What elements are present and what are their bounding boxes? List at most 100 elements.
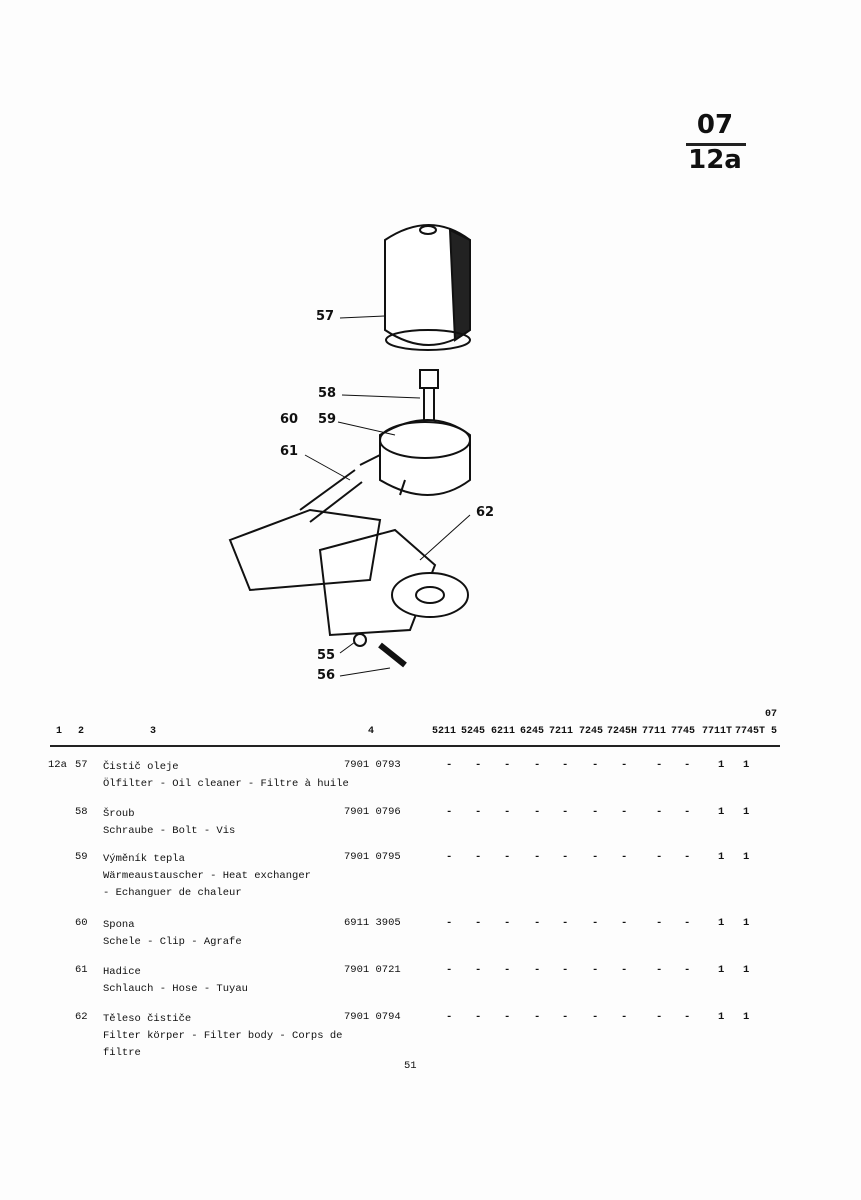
quantity-cell: - (475, 851, 482, 863)
oil-filter-cartridge (384, 224, 471, 351)
quantity-cell: - (534, 1011, 541, 1023)
quantity-cell: - (592, 964, 599, 976)
model-header: 5211 (432, 726, 457, 737)
callout-62: 62 (476, 505, 495, 520)
callout-59: 59 (318, 412, 337, 427)
position-number: 59 (75, 851, 88, 863)
header-col4: 4 (368, 726, 375, 737)
part-description: Výměník tepla (103, 853, 185, 865)
part-description: filtre (103, 1047, 141, 1059)
section-group: 07 (696, 110, 734, 140)
quantity-cell: 1 (718, 806, 725, 818)
model-header: 5245 (461, 726, 486, 737)
quantity-cell: 1 (718, 759, 725, 771)
position-number: 57 (75, 759, 88, 771)
part-description: - Echanguer de chaleur (103, 887, 242, 899)
filter-body (228, 508, 469, 637)
quantity-cell: - (475, 917, 482, 929)
washer-and-screw (353, 633, 407, 668)
callout-55: 55 (317, 648, 336, 663)
quantity-cell: - (504, 917, 511, 929)
quantity-cell: - (621, 964, 628, 976)
part-number: 7901 0721 (344, 964, 401, 976)
quantity-cell: 1 (743, 759, 750, 771)
quantity-cell: 1 (718, 917, 725, 929)
part-description: Ölfilter - Oil cleaner - Filtre à huile (103, 778, 349, 790)
quantity-cell: - (684, 1011, 691, 1023)
quantity-cell: - (621, 917, 628, 929)
model-header: 6245 (520, 726, 545, 737)
section-subgroup: 12a (688, 145, 742, 175)
part-description: Schraube - Bolt - Vis (103, 825, 236, 837)
quantity-cell: 1 (743, 964, 750, 976)
quantity-cell: - (562, 1011, 569, 1023)
part-number: 6911 3905 (344, 917, 401, 929)
quantity-cell: - (534, 964, 541, 976)
model-header: 7211 (549, 726, 574, 737)
quantity-cell: - (504, 806, 511, 818)
model-header: 6211 (491, 726, 516, 737)
quantity-cell: - (656, 1011, 663, 1023)
part-description: Hadice (103, 966, 141, 978)
callout-61: 61 (280, 444, 299, 459)
quantity-cell: 1 (718, 851, 725, 863)
quantity-cell: - (684, 851, 691, 863)
quantity-cell: - (562, 851, 569, 863)
heat-exchanger (359, 419, 471, 496)
part-number: 7901 0796 (344, 806, 401, 818)
quantity-cell: - (475, 1011, 482, 1023)
quantity-cell: - (592, 1011, 599, 1023)
position-number: 61 (75, 964, 88, 976)
header-col2: 2 (78, 726, 85, 737)
quantity-cell: - (504, 964, 511, 976)
quantity-cell: - (534, 806, 541, 818)
quantity-cell: - (621, 851, 628, 863)
hose (299, 469, 363, 523)
quantity-cell: - (446, 964, 453, 976)
quantity-cell: - (446, 851, 453, 863)
quantity-cell: - (534, 759, 541, 771)
part-description: Čistič oleje (103, 761, 179, 773)
part-description: Spona (103, 919, 135, 931)
fig-number: 12a (48, 759, 67, 771)
quantity-cell: - (446, 917, 453, 929)
part-description: Šroub (103, 808, 135, 820)
model-header: 7745 (671, 726, 696, 737)
quantity-cell: - (475, 759, 482, 771)
model-header: 7745T (735, 726, 766, 737)
part-description: Těleso čističe (103, 1013, 192, 1025)
exploded-diagram (228, 224, 471, 677)
quantity-cell: - (656, 851, 663, 863)
quantity-cell: - (475, 806, 482, 818)
callout-60: 60 (280, 412, 299, 427)
header-rule (50, 745, 780, 747)
quantity-cell: - (656, 964, 663, 976)
callout-57: 57 (316, 309, 335, 324)
header-col1: 1 (56, 726, 63, 737)
quantity-cell: - (504, 1011, 511, 1023)
header-col3: 3 (150, 726, 157, 737)
model-header: 7711T (702, 726, 733, 737)
corner-label: 07 (765, 709, 778, 720)
quantity-cell: - (446, 806, 453, 818)
part-number: 7901 0795 (344, 851, 401, 863)
quantity-cell: - (562, 917, 569, 929)
quantity-cell: 1 (718, 1011, 725, 1023)
callout-56: 56 (317, 668, 336, 683)
quantity-cell: - (504, 759, 511, 771)
quantity-cell: - (592, 759, 599, 771)
quantity-cell: - (621, 806, 628, 818)
bolt (419, 369, 439, 429)
quantity-cell: - (562, 759, 569, 771)
quantity-cell: - (534, 917, 541, 929)
quantity-cell: - (621, 1011, 628, 1023)
quantity-cell: - (684, 759, 691, 771)
part-number: 7901 0794 (344, 1011, 401, 1023)
quantity-cell: 1 (743, 851, 750, 863)
quantity-cell: - (621, 759, 628, 771)
quantity-cell: - (592, 851, 599, 863)
quantity-cell: - (592, 806, 599, 818)
part-description: Filter körper - Filter body - Corps de (103, 1030, 343, 1042)
part-number: 7901 0793 (344, 759, 401, 771)
